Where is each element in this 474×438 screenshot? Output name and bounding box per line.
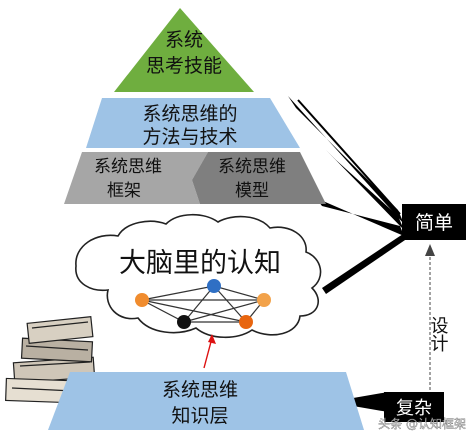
- network-node-orange-right: [257, 293, 271, 307]
- pyramid-top-line2: 思考技能: [146, 55, 222, 77]
- design-arrow: [425, 244, 435, 390]
- model-line2: 模型: [235, 181, 269, 201]
- network-node-orange-bottom: [239, 315, 253, 329]
- cognition-network: [140, 285, 266, 323]
- design-label: 设计: [428, 316, 449, 352]
- watermark: 头条 @认知框架: [378, 417, 466, 431]
- pyramid-model-block: [192, 152, 326, 204]
- network-node-black: [177, 315, 191, 329]
- network-node-blue-top: [207, 279, 221, 293]
- pyramid-second-line2: 方法与技术: [142, 126, 237, 148]
- base-wedge: [330, 392, 388, 412]
- framework-line1: 系统思维: [94, 157, 162, 177]
- pyramid-second-layer: [86, 98, 300, 148]
- pyramid-base-layer: [48, 372, 364, 430]
- pyramid-top-line1: 系统: [165, 29, 203, 51]
- framework-line2: 框架: [107, 181, 141, 201]
- base-line1: 系统思维: [162, 379, 238, 401]
- bubble-text: 大脑里的认知: [119, 248, 281, 279]
- pyramid-second-line1: 系统思维的: [142, 103, 237, 125]
- simple-box: [402, 204, 466, 240]
- pyramid-top-triangle: [114, 8, 254, 92]
- connector-wedges: [288, 96, 408, 294]
- complex-box: [384, 392, 444, 422]
- red-arrow: [203, 334, 216, 369]
- complex-label: 复杂: [396, 398, 432, 419]
- pyramid-framework-block: [64, 152, 208, 204]
- books-stack-icon: [5, 316, 97, 405]
- model-line1: 系统思维: [218, 157, 286, 177]
- thought-bubble: [75, 213, 322, 339]
- base-line2: 知识层: [171, 405, 228, 427]
- network-node-orange-left: [135, 293, 149, 307]
- simple-label: 简单: [415, 212, 453, 234]
